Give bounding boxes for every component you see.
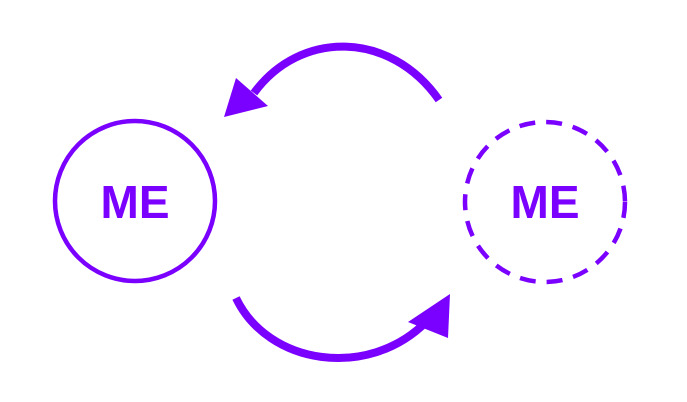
node-me-dashed-circle	[462, 119, 628, 285]
arrow-top-head	[224, 78, 268, 117]
arrow-bottom-head	[408, 294, 450, 338]
node-me-solid-label: ME	[101, 176, 170, 228]
arrow-bottom	[232, 294, 450, 362]
arrow-bottom-shaft	[232, 296, 429, 362]
node-me-dashed-label: ME	[511, 176, 580, 228]
arrow-top	[224, 42, 443, 117]
arrow-top-shaft	[250, 42, 443, 103]
node-me-solid: ME	[52, 118, 218, 284]
node-me-dashed: ME	[462, 119, 628, 285]
node-me-solid-circle	[52, 118, 218, 284]
